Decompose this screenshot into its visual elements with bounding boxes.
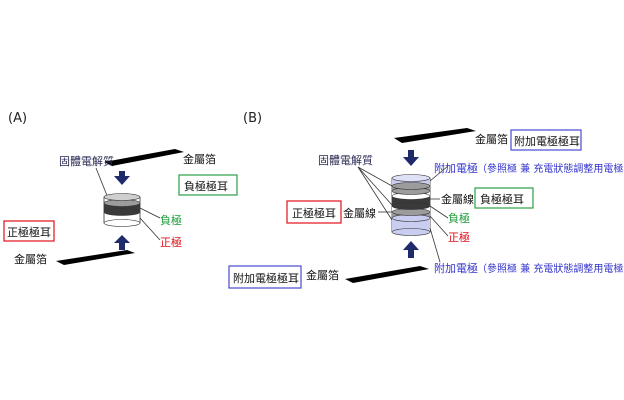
panel-b-aux-electrode-bottom-note: （參照極 兼 充電狀態調整用電極） xyxy=(477,262,624,275)
panel-b-label: (B) xyxy=(243,111,262,126)
panel-a-negative-tab-label: 負極極耳 xyxy=(184,179,228,193)
panel-b-aux-electrode-top-note: （參照極 兼 充電狀態調整用電極） xyxy=(477,162,624,175)
panel-b-down-arrow xyxy=(403,150,419,166)
panel-b-negative-tab-label: 負極極耳 xyxy=(480,192,524,206)
panel-a-label: (A) xyxy=(8,111,27,126)
panel-a-negative-leader xyxy=(139,207,161,219)
panel-a-metal-foil-bottom-label: 金屬箔 xyxy=(14,252,47,266)
panel-b-aux-electrode-bottom-label: 附加電極 xyxy=(434,261,478,275)
panel-b-aux-bottom-leader xyxy=(429,227,441,263)
panel-b-positive-electrode-label: 正極 xyxy=(448,230,470,244)
panel-b-electrolyte-leader-3 xyxy=(357,166,393,221)
panel-a-positive-tab-label: 正極極耳 xyxy=(7,225,51,239)
panel-b-negative-electrode-label: 負極 xyxy=(448,211,470,225)
panel-b-metal-foil-bottom-label: 金屬箔 xyxy=(306,268,339,282)
panel-b-negative-tab-box xyxy=(474,187,534,209)
panel-b-solid-electrolyte-label: 固體電解質 xyxy=(318,153,373,167)
panel-a-negative-tab-box xyxy=(178,174,238,196)
panel-a-metal-foil-top xyxy=(104,149,184,166)
panel-b-negative-leader xyxy=(429,205,449,219)
panel-a-negative-electrode-label: 負極 xyxy=(160,213,182,227)
panel-b-positive-leader xyxy=(429,215,449,237)
panel-b-up-arrow xyxy=(403,241,419,258)
panel-b-metal-wire-right-label: 金屬線 xyxy=(441,192,474,206)
panel-b-electrolyte-leader-2 xyxy=(357,166,393,206)
panel-b-metal-foil-bottom xyxy=(345,266,429,283)
panel-a-positive-electrode-label: 正極 xyxy=(160,235,182,249)
panel-b-aux-tab-bottom-label: 附加電極極耳 xyxy=(233,271,299,285)
panel-a-down-arrow xyxy=(114,171,130,185)
panel-a-positive-tab-box xyxy=(3,220,55,242)
panel-b-aux-top-leader xyxy=(429,165,449,182)
panel-a-solid-electrolyte-label: 固體電解質 xyxy=(59,154,114,168)
panel-b-aux-tab-top-label: 附加電極極耳 xyxy=(514,134,580,148)
panel-b-positive-tab-label: 正極極耳 xyxy=(292,206,336,220)
panel-b-metal-foil-top-label: 金屬箔 xyxy=(475,132,508,146)
panel-b-metal-foil-top xyxy=(394,128,476,143)
panel-a-metal-foil-bottom xyxy=(56,250,135,265)
panel-a-metal-foil-top-label: 金屬箔 xyxy=(183,152,216,166)
panel-a-cell-stack xyxy=(103,193,141,227)
panel-a-positive-leader xyxy=(139,217,161,241)
panel-b-aux-tab-top-box xyxy=(510,129,582,151)
panel-b-electrolyte-leader-1 xyxy=(357,166,393,187)
panel-a-up-arrow xyxy=(114,235,130,250)
panel-b-aux-electrode-top-label: 附加電極 xyxy=(434,161,478,175)
panel-b-cell-stack xyxy=(391,174,431,236)
panel-b-metal-wire-left-label: 金屬線 xyxy=(343,206,376,220)
panel-b-aux-tab-bottom-box xyxy=(228,265,302,289)
panel-b-positive-tab-box xyxy=(286,200,342,224)
